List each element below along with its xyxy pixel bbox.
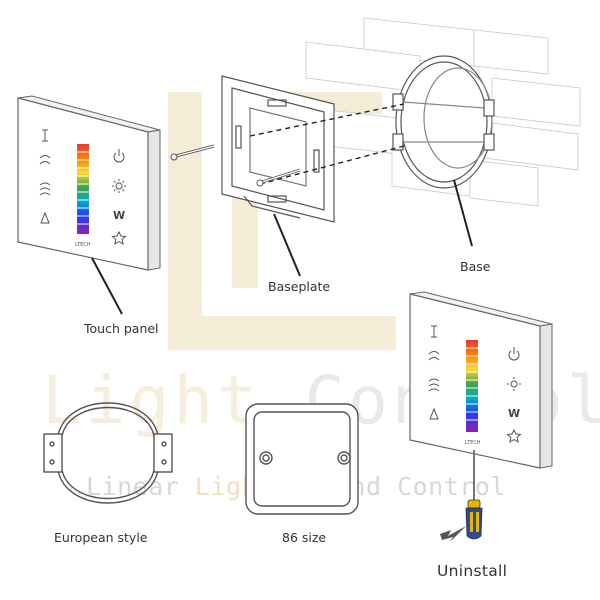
base-junction-box (392, 55, 495, 189)
label-uninstall: Uninstall (437, 562, 508, 580)
touch-panel-uninstall: LTECH W (409, 291, 553, 469)
touch-panel: LTECH W (17, 95, 161, 271)
panel2-brightness-icon (507, 377, 521, 391)
pry-arrow-icon (440, 526, 466, 542)
label-base: Base (460, 259, 491, 274)
panel2-color-slider-ticks (466, 347, 478, 421)
power-icon (113, 149, 125, 163)
alignment-dashes (249, 103, 405, 185)
panel2-brand: LTECH (465, 440, 481, 446)
color-slider-ticks (77, 151, 89, 225)
watermark-and-control: And Control (334, 472, 506, 501)
panel2-power-icon (508, 347, 520, 361)
screw-center (256, 168, 301, 187)
leader-lines (91, 179, 473, 315)
white-key-label: W (113, 209, 125, 222)
label-european-style: European style (54, 530, 148, 545)
brightness-icon (112, 179, 126, 193)
watermark-linear: Linear (86, 472, 180, 501)
panel2-color-slider-bar (466, 340, 478, 432)
color-slider-bar (77, 144, 89, 234)
scene-star-icon (111, 230, 127, 245)
label-86-size: 86 size (282, 530, 327, 545)
panel2-white-key-label: W (508, 407, 520, 420)
panel-zone-icons (39, 129, 51, 224)
panel-brand: LTECH (75, 242, 91, 248)
screwdriver-icon (465, 450, 483, 540)
plate-86-size (245, 403, 359, 515)
screw-left (170, 144, 215, 161)
label-touch-panel: Touch panel (84, 321, 159, 336)
panel2-zone-icons (428, 325, 440, 420)
panel2-scene-star-icon (506, 428, 522, 443)
label-baseplate: Baseplate (268, 279, 331, 294)
european-style-ring (43, 402, 173, 504)
baseplate (221, 75, 335, 223)
